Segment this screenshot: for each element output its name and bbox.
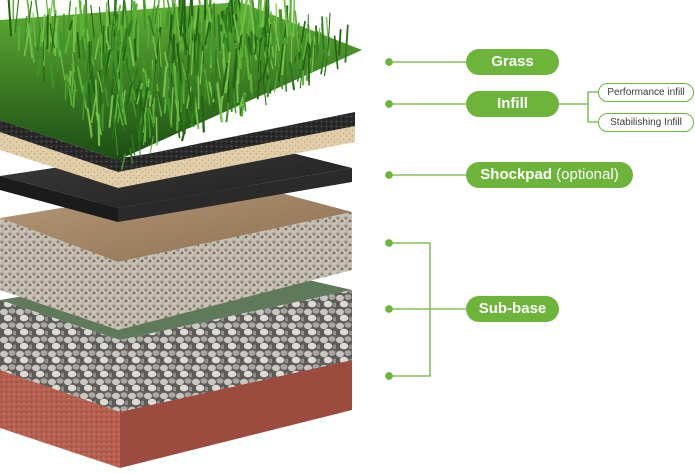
shockpad-label: Shockpad (optional) xyxy=(466,162,633,188)
grass-blade xyxy=(55,31,56,56)
stabilishing-infill-label: Stabilishing Infill xyxy=(598,113,694,132)
infill-label: Infill xyxy=(466,91,559,117)
grass-blade xyxy=(212,74,213,99)
grass-blade xyxy=(101,34,102,68)
subbase-label: Sub-base xyxy=(466,296,559,322)
grass-blade xyxy=(237,81,238,102)
grass-blade xyxy=(191,0,192,19)
grass-blade xyxy=(115,42,117,68)
shockpad-label-text: Shockpad xyxy=(480,166,552,183)
grass-blade xyxy=(214,3,215,36)
grass-blade xyxy=(156,118,157,145)
grass-blade xyxy=(140,123,141,140)
grass-blade xyxy=(202,97,203,131)
grass-blade xyxy=(86,0,87,28)
grass-blade xyxy=(121,58,122,95)
subbase-label-text: Sub-base xyxy=(479,300,547,317)
stabilishing-infill-text: Stabilishing Infill xyxy=(610,117,682,128)
grass-blade xyxy=(258,80,259,99)
grass-blade xyxy=(113,64,114,99)
grass-blade xyxy=(266,0,267,25)
grass-blade xyxy=(99,115,100,145)
grass-blade xyxy=(290,0,291,35)
grass-blade xyxy=(74,90,75,107)
grass-blade xyxy=(100,71,101,106)
performance-infill-label: Performance infill xyxy=(598,83,694,102)
performance-infill-text: Performance infill xyxy=(607,87,684,98)
grass-blade xyxy=(70,72,71,86)
grass-blade xyxy=(75,8,76,42)
grass-blade xyxy=(135,39,136,61)
grass-blade xyxy=(119,6,120,30)
grass-blade xyxy=(103,26,104,54)
grass-blade xyxy=(57,75,58,99)
grass-blade xyxy=(102,105,103,131)
grass-blade xyxy=(173,35,174,62)
grass-blade xyxy=(66,74,67,100)
grass-label: Grass xyxy=(466,49,559,75)
grass-blade xyxy=(204,20,205,48)
grass-blade xyxy=(293,0,294,37)
grass-blade xyxy=(309,44,310,81)
grass-blade xyxy=(263,37,264,53)
grass-blade xyxy=(167,73,168,104)
grass-blade xyxy=(167,12,168,26)
grass-blade xyxy=(187,110,188,128)
shockpad-optional-text: (optional) xyxy=(556,166,619,183)
grass-blade xyxy=(236,0,237,15)
grass-label-text: Grass xyxy=(491,53,534,70)
grass-blade xyxy=(91,42,92,75)
infill-label-text: Infill xyxy=(497,95,528,112)
grass-blade xyxy=(128,40,130,69)
grass-blade xyxy=(268,80,269,96)
grass-blade xyxy=(268,0,269,32)
